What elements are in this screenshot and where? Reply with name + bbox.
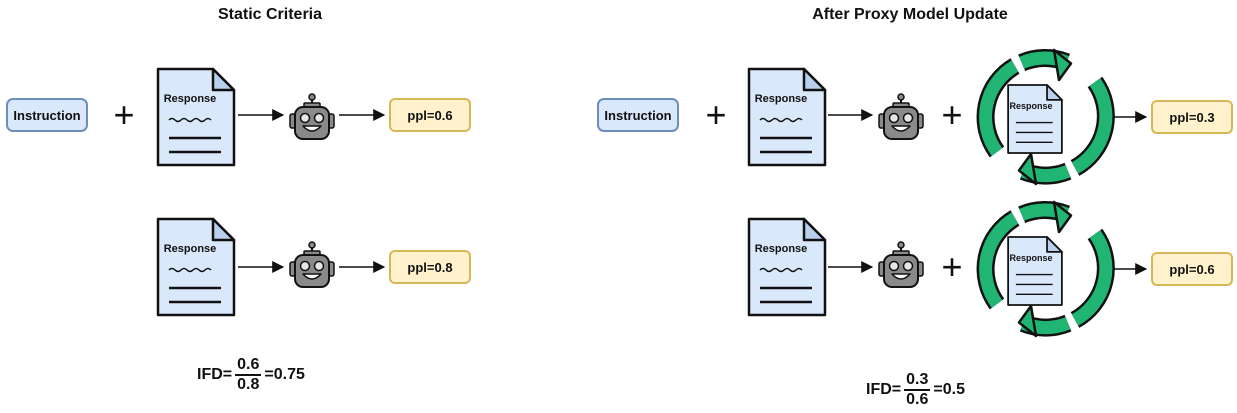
formula-prefix: IFD=: [866, 381, 902, 398]
plus-icon: +: [113, 94, 135, 135]
response-document-2: Response: [155, 216, 237, 318]
robot-icon: [876, 93, 926, 143]
document-icon: [1006, 81, 1064, 157]
document-icon: [746, 66, 828, 168]
fraction: 0.3 0.6: [904, 371, 931, 409]
left-panel-title: Static Criteria: [217, 6, 323, 23]
numerator: 0.3: [904, 371, 931, 391]
response-label: Response: [754, 93, 808, 105]
denominator: 0.6: [906, 391, 929, 408]
formula-result: =0.75: [264, 366, 305, 383]
formula-prefix: IFD=: [197, 366, 233, 383]
robot-icon: [876, 241, 926, 291]
right-panel-title: After Proxy Model Update: [812, 6, 1008, 23]
response-document-1: Response: [155, 66, 237, 168]
document-icon: [1006, 233, 1064, 309]
instruction-box: Instruction: [597, 98, 679, 132]
robot-icon: [287, 241, 337, 291]
cycle-response-document: Response: [1006, 81, 1064, 157]
ppl-box-1: ppl=0.3: [1151, 100, 1233, 134]
document-icon: [155, 216, 237, 318]
response-label: Response: [1009, 253, 1053, 263]
ppl-box-2: ppl=0.8: [389, 250, 471, 284]
proxy-update-cycle-2: Response: [970, 194, 1120, 344]
ppl-box-1: ppl=0.6: [389, 98, 471, 132]
response-label: Response: [163, 93, 217, 105]
instruction-box: Instruction: [6, 98, 88, 132]
response-document-1: Response: [746, 66, 828, 168]
plus-icon: +: [941, 94, 963, 135]
response-label: Response: [754, 243, 808, 255]
document-icon: [155, 66, 237, 168]
denominator: 0.8: [237, 376, 260, 393]
proxy-update-cycle-1: Response: [970, 42, 1120, 192]
robot-icon: [287, 93, 337, 143]
plus-icon: +: [941, 246, 963, 287]
ifd-formula: IFD= 0.3 0.6 =0.5: [866, 371, 965, 409]
numerator: 0.6: [235, 356, 262, 376]
response-label: Response: [163, 243, 217, 255]
cycle-response-document: Response: [1006, 233, 1064, 309]
formula-result: =0.5: [933, 381, 965, 398]
ppl-box-2: ppl=0.6: [1151, 252, 1233, 286]
response-label: Response: [1009, 101, 1053, 111]
document-icon: [746, 216, 828, 318]
ifd-formula: IFD= 0.6 0.8 =0.75: [197, 356, 305, 394]
plus-icon: +: [705, 94, 727, 135]
response-document-2: Response: [746, 216, 828, 318]
fraction: 0.6 0.8: [235, 356, 262, 394]
